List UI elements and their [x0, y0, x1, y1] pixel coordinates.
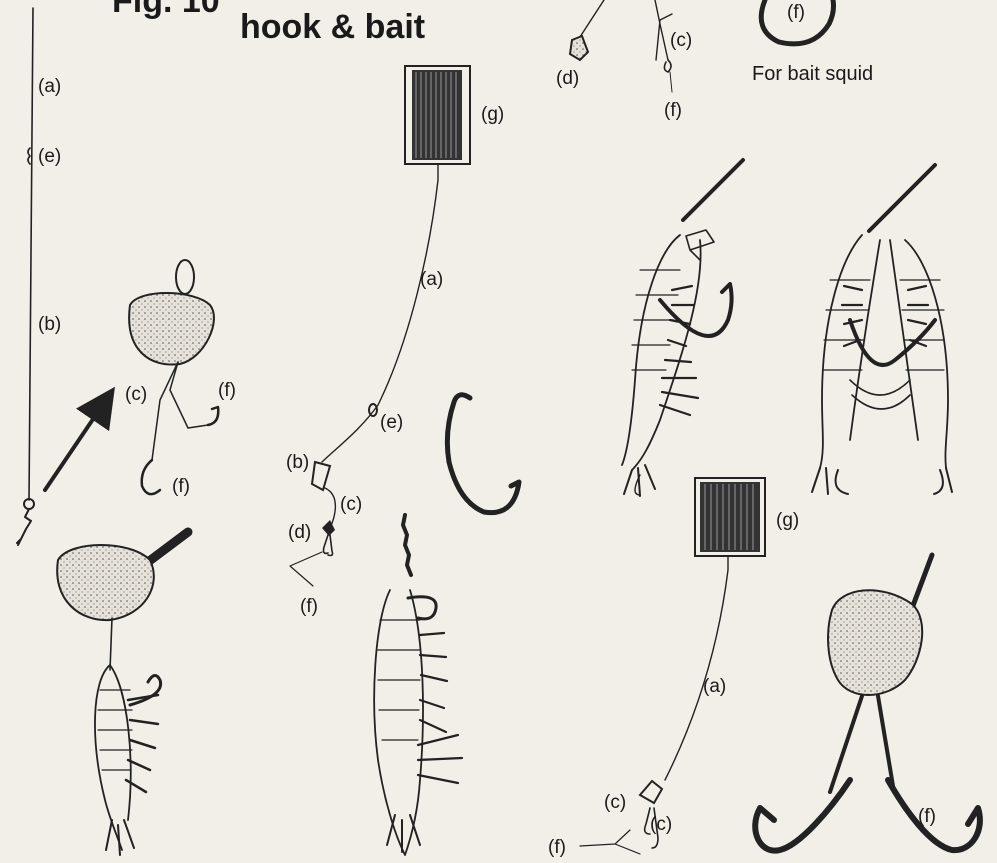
center-shrimp — [374, 515, 462, 855]
label-f: (f) — [664, 100, 682, 121]
arrow-icon — [45, 400, 106, 490]
shrimp-tail-icon — [812, 468, 952, 494]
hook-icon — [324, 535, 333, 556]
hook-icon — [755, 780, 850, 851]
small-hook-icon — [17, 509, 31, 545]
label-a: (a) — [420, 269, 443, 290]
chain-icon — [911, 555, 932, 611]
shrimp-icon — [820, 235, 880, 468]
label-g: (g) — [481, 104, 504, 125]
label-b: (b) — [38, 314, 61, 335]
chain-icon — [869, 165, 935, 231]
chain-icon — [403, 515, 411, 575]
left-inset-sinker-rig: (c) (f) (f) — [125, 260, 236, 497]
hook-icon — [208, 407, 218, 425]
chain-icon — [830, 696, 862, 792]
label-f: (f) — [787, 2, 805, 23]
bottom-right-rig: (g) (a) (c) (c) (f) — [548, 478, 799, 858]
shrimp-icon — [890, 240, 948, 468]
shrimp-legs-icon — [418, 633, 462, 783]
main-line-a — [29, 8, 33, 500]
bottom-right-sinker-hooks: (f) — [755, 555, 980, 851]
label-f: (f) — [218, 380, 236, 401]
label-g: (g) — [776, 510, 799, 531]
label-a: (a) — [38, 76, 61, 97]
label-a: (a) — [703, 676, 726, 697]
hook-icon — [130, 675, 161, 705]
right-shrimp-single — [622, 160, 743, 496]
label-d: (d) — [556, 68, 579, 89]
bottom-left-sinker-shrimp — [57, 532, 188, 855]
label-e: (e) — [38, 146, 61, 167]
top-right-rig: (d) (c) (f) (f) For bait squid — [556, 0, 873, 121]
center-rig: (g) (a) (e) (b) (c) (d) (f) — [286, 66, 504, 617]
shrimp-icon — [374, 590, 423, 855]
label-c: (c) — [604, 792, 626, 813]
label-f: (f) — [548, 837, 566, 858]
sinker-icon — [129, 293, 214, 365]
shrimp-tail-icon — [106, 820, 134, 855]
chain-icon — [683, 160, 743, 220]
sinker-b — [312, 462, 330, 490]
label-f: (f) — [300, 596, 318, 617]
main-line-a — [665, 556, 728, 780]
swivel-e — [28, 148, 30, 164]
caption-bait-squid: For bait squid — [752, 63, 873, 85]
label-d: (d) — [288, 522, 311, 543]
label-f: (f) — [172, 476, 190, 497]
figure-title: hook & bait — [240, 8, 425, 46]
sinker-icon — [57, 545, 154, 620]
sinker-c — [640, 781, 662, 803]
chain-icon — [878, 696, 894, 792]
hook-icon — [142, 460, 160, 494]
sinker-icon — [828, 590, 922, 695]
swivel-e — [369, 404, 377, 416]
sinker-d — [570, 36, 588, 60]
hook-icon — [660, 284, 732, 336]
pointer-lines — [290, 552, 322, 586]
pointer-lines — [580, 830, 640, 854]
right-shrimp-pair — [812, 165, 952, 494]
label-c: (c) — [650, 814, 672, 835]
figure-number: Fig. 10 — [112, 0, 220, 20]
hook-icon — [850, 320, 935, 365]
left-rig: (a) (e) (b) — [17, 8, 106, 545]
label-f: (f) — [918, 806, 936, 827]
label-c: (c) — [670, 30, 692, 51]
leader-c2 — [170, 362, 208, 428]
hook-icon — [664, 60, 671, 72]
label-c: (c) — [340, 494, 362, 515]
shrimp-tail-icon — [624, 465, 655, 496]
label-b: (b) — [286, 452, 309, 473]
label-c: (c) — [125, 384, 147, 405]
sinker-loop — [176, 260, 194, 294]
label-e: (e) — [380, 412, 403, 433]
hook-icon — [447, 395, 519, 513]
